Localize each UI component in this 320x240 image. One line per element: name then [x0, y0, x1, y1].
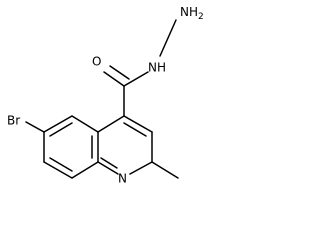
- bond-n-c3: [97, 161, 119, 175]
- benzene-ring: [43, 115, 99, 179]
- bond-carbonyl-o-second: [109, 65, 130, 80]
- bond-c6-br: [25, 121, 45, 133]
- bond-c2p-methyl: [151, 161, 179, 179]
- bond-c4a-c3p: [123, 115, 153, 133]
- bond-carbonyl-nh: [123, 71, 149, 87]
- bond-carbonyl-o: [103, 71, 125, 87]
- bond-c2-c4a: [97, 115, 125, 133]
- pyridine-ring: [97, 115, 153, 175]
- bond-n-c3-inner: [100, 157, 118, 169]
- amine-nh-text: NH: [180, 5, 198, 19]
- bond-c2p-n: [129, 161, 153, 175]
- carbonyl-oxygen-label: O: [92, 55, 101, 69]
- bond-nh-nh2: [159, 19, 177, 57]
- bond-c5-c4: [43, 161, 73, 179]
- amine-nh2-label: NH2: [180, 5, 204, 22]
- bond-c1-c6-inner: [49, 122, 73, 137]
- bond-c1-c6: [43, 115, 73, 133]
- hydrazide-nh-label: NH: [148, 61, 166, 75]
- ring-nitrogen-label: N: [118, 172, 127, 186]
- amine-subscript: 2: [198, 12, 204, 22]
- bond-c4-c3: [71, 161, 99, 179]
- bond-c4a-c3p-inner: [123, 122, 147, 137]
- bond-c5-c4-inner: [49, 157, 73, 172]
- bromine-label: Br: [7, 114, 20, 128]
- chemical-structure: Br O NH NH2 N: [7, 5, 204, 186]
- bond-c2-c1: [71, 115, 99, 133]
